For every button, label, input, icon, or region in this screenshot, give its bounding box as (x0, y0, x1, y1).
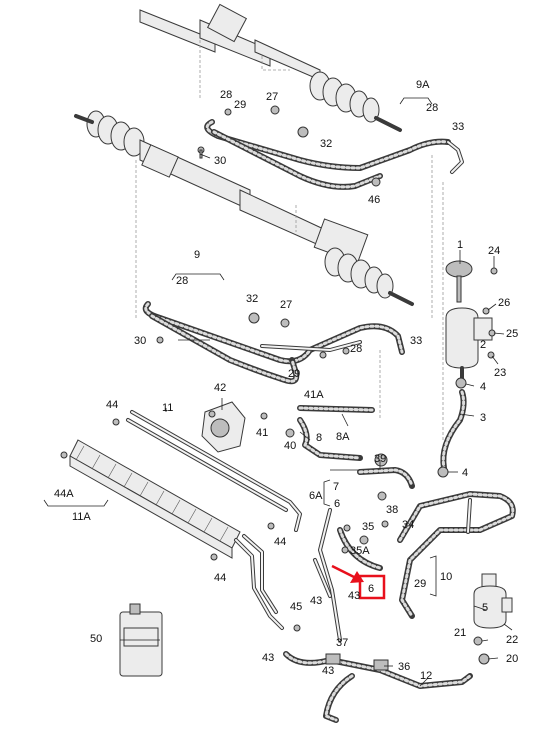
return-hose-10 (397, 491, 516, 619)
label-28-b: 28 (426, 102, 438, 114)
steering-rack-upper (139, 3, 402, 132)
assembly-guide-lines (135, 40, 444, 440)
label-29-a: 29 (234, 99, 246, 111)
label-43-a: 43 (310, 595, 322, 607)
leader-lines (120, 153, 513, 687)
label-23: 23 (494, 367, 506, 379)
fluid-container (119, 603, 163, 677)
label-27-lower: 27 (280, 299, 292, 311)
label-5: 5 (482, 602, 488, 614)
label-9A: 9A (416, 79, 430, 91)
label-40: 40 (284, 440, 296, 452)
label-42: 42 (214, 382, 226, 394)
label-21: 21 (454, 627, 466, 639)
cooler-fins (75, 445, 229, 542)
cooler-pipe-11 (126, 410, 302, 532)
label-2: 2 (480, 339, 486, 351)
label-6: 6 (334, 498, 340, 510)
filter-reservoir (473, 573, 513, 665)
label-3: 3 (480, 412, 486, 424)
label-8A: 8A (336, 431, 350, 443)
label-35: 35 (362, 521, 374, 533)
label-35A: 35A (350, 545, 370, 557)
label-1: 1 (457, 239, 463, 251)
label-43-b: 43 (348, 590, 360, 602)
label-43-c: 43 (262, 652, 274, 664)
label-33-upper: 33 (452, 121, 464, 133)
fluid-reservoir (437, 260, 493, 478)
label-10: 10 (440, 571, 452, 583)
label-43-d: 43 (322, 665, 334, 677)
label-36: 36 (398, 661, 410, 673)
return-lines (234, 508, 342, 642)
label-38: 38 (386, 504, 398, 516)
label-6-highlighted: 6 (368, 583, 374, 595)
label-28-a: 28 (220, 89, 232, 101)
steering-rack-middle (74, 110, 414, 306)
rack-boot-upper (309, 71, 380, 123)
label-44-b: 44 (274, 536, 286, 548)
label-4-upper: 4 (480, 381, 486, 393)
label-11: 11 (162, 402, 173, 414)
label-26: 26 (498, 297, 510, 309)
label-9: 9 (194, 249, 200, 261)
label-24: 24 (488, 245, 500, 257)
label-7: 7 (333, 481, 339, 493)
rack-boot-left (86, 110, 145, 157)
pressure-hose-9 (142, 301, 405, 385)
label-32-lower: 32 (246, 293, 258, 305)
label-50: 50 (90, 633, 102, 645)
highlight-box (358, 574, 386, 600)
return-hose-6 (337, 453, 415, 571)
label-6A: 6A (309, 490, 323, 502)
oil-cooler (69, 439, 241, 559)
label-46: 46 (368, 194, 380, 206)
label-28-d: 28 (350, 343, 362, 355)
label-28-c: 28 (176, 275, 188, 287)
label-30-upper: 30 (214, 155, 226, 167)
label-44-c: 44 (214, 572, 226, 584)
label-30-lower: 30 (134, 335, 146, 347)
fasteners (60, 105, 498, 632)
label-4-lower: 4 (462, 467, 468, 479)
return-hose-12 (283, 651, 473, 723)
power-steering-pump (201, 401, 246, 453)
label-11A: 11A (72, 511, 91, 523)
label-22: 22 (506, 634, 518, 646)
label-27-upper: 27 (266, 91, 278, 103)
label-44-a: 44 (106, 399, 118, 411)
label-brackets (43, 97, 437, 597)
pressure-hose-9A (204, 119, 464, 190)
label-25: 25 (506, 328, 518, 340)
label-29-c: 29 (414, 578, 426, 590)
label-37: 37 (336, 637, 348, 649)
label-20: 20 (506, 653, 518, 665)
label-32-upper: 32 (320, 138, 332, 150)
label-8: 8 (316, 432, 322, 444)
label-41A: 41A (304, 389, 324, 401)
part-labels: 1 2 3 4 4 5 6 6 6A 7 8 8A 9 9A 10 11 11A… (54, 79, 518, 682)
label-34: 34 (402, 519, 414, 531)
label-29-b: 29 (288, 368, 300, 380)
label-44A: 44A (54, 488, 74, 500)
label-39: 39 (374, 453, 386, 465)
label-12: 12 (420, 670, 432, 682)
label-33-lower: 33 (410, 335, 422, 347)
highlight-callout (331, 564, 386, 600)
label-41: 41 (256, 427, 268, 439)
highlight-arrow-shaft (331, 564, 357, 580)
suction-hose-8 (260, 405, 375, 461)
label-45: 45 (290, 601, 302, 613)
